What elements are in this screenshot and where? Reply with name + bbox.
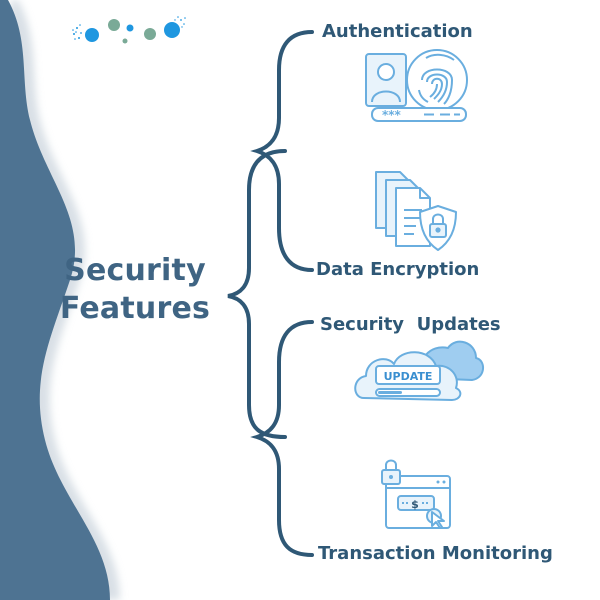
dot-blue-large <box>164 22 180 38</box>
feature-label-transaction-monitoring: Transaction Monitoring <box>318 543 553 564</box>
title-line-1: Security <box>64 253 206 288</box>
feature-label-data-encryption: Data Encryption <box>316 259 480 280</box>
dot-small <box>122 38 128 44</box>
feature-label-authentication: Authentication <box>322 21 473 42</box>
update-badge-text: UPDATE <box>384 370 433 383</box>
payment-symbol: $ <box>411 498 419 511</box>
title-line-2: Features <box>59 291 211 326</box>
decorative-dots <box>72 16 186 44</box>
dot-green-mid <box>144 28 156 40</box>
dot-blue <box>85 28 99 42</box>
lower-brace <box>250 320 314 557</box>
password-mask: *** <box>382 108 402 122</box>
dot-green <box>108 19 120 31</box>
feature-label-security-updates: Security Updates <box>320 314 501 335</box>
encrypted-documents-lock-icon <box>375 171 457 251</box>
upper-brace <box>250 30 314 272</box>
fingerprint-id-card-icon: *** <box>365 49 468 122</box>
dot-blue-small <box>126 24 134 32</box>
large-brace <box>227 149 287 439</box>
secure-payment-monitor-icon: $ <box>381 459 451 529</box>
wave-shape <box>0 0 110 600</box>
cloud-update-icon: UPDATE <box>354 340 484 401</box>
